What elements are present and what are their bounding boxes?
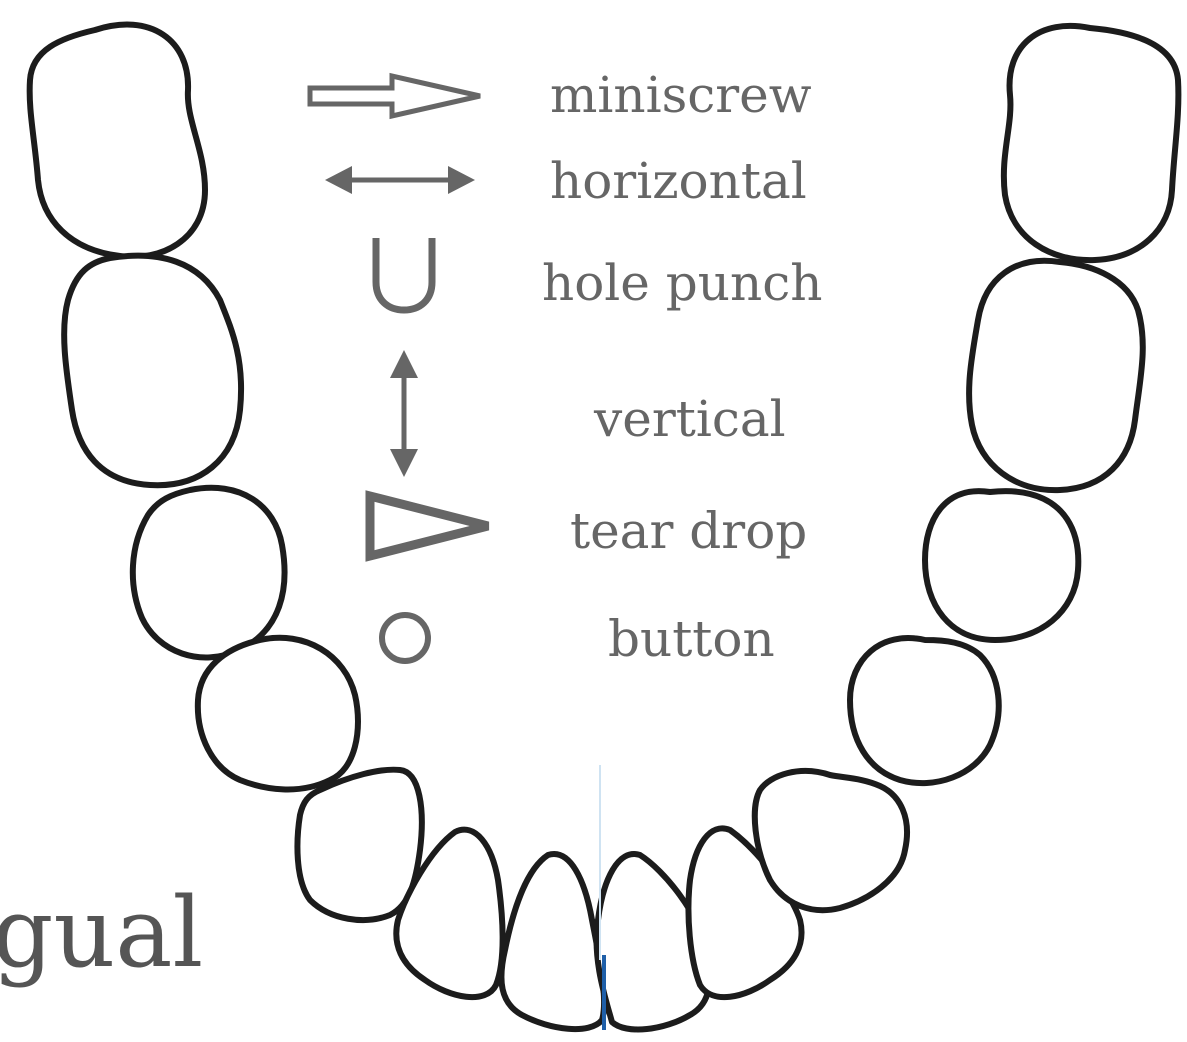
legend-label-horizontal: horizontal <box>550 156 807 206</box>
vertical-double-arrow-icon <box>390 350 418 477</box>
tooth-left-canine <box>297 770 421 920</box>
legend-label-tear-drop: tear drop <box>570 506 807 556</box>
legend-label-miniscrew: miniscrew <box>550 70 812 120</box>
tooth-left-first-molar <box>64 256 241 486</box>
legend-label-button: button <box>608 614 775 664</box>
tooth-right-first-molar <box>969 261 1143 490</box>
tooth-right-second-premolar <box>925 491 1078 640</box>
triangle-icon <box>370 496 488 556</box>
tooth-right-second-molar <box>1004 26 1179 260</box>
legend-label-hole-punch: hole punch <box>542 258 822 308</box>
tooth-right-canine <box>755 771 907 910</box>
legend-symbols <box>310 76 488 661</box>
tooth-left-first-premolar <box>198 638 358 790</box>
u-shape-icon <box>376 238 432 310</box>
tooth-left-central-incisor <box>501 854 604 1029</box>
circle-icon <box>382 615 428 661</box>
legend-label-vertical: vertical <box>594 394 786 444</box>
side-label: gual <box>0 885 203 981</box>
miniscrew-arrow-icon <box>310 76 480 116</box>
tooth-left-second-premolar <box>133 488 285 658</box>
tooth-left-second-molar <box>30 25 205 257</box>
tooth-right-first-premolar <box>850 638 999 783</box>
horizontal-double-arrow-icon <box>325 166 475 194</box>
